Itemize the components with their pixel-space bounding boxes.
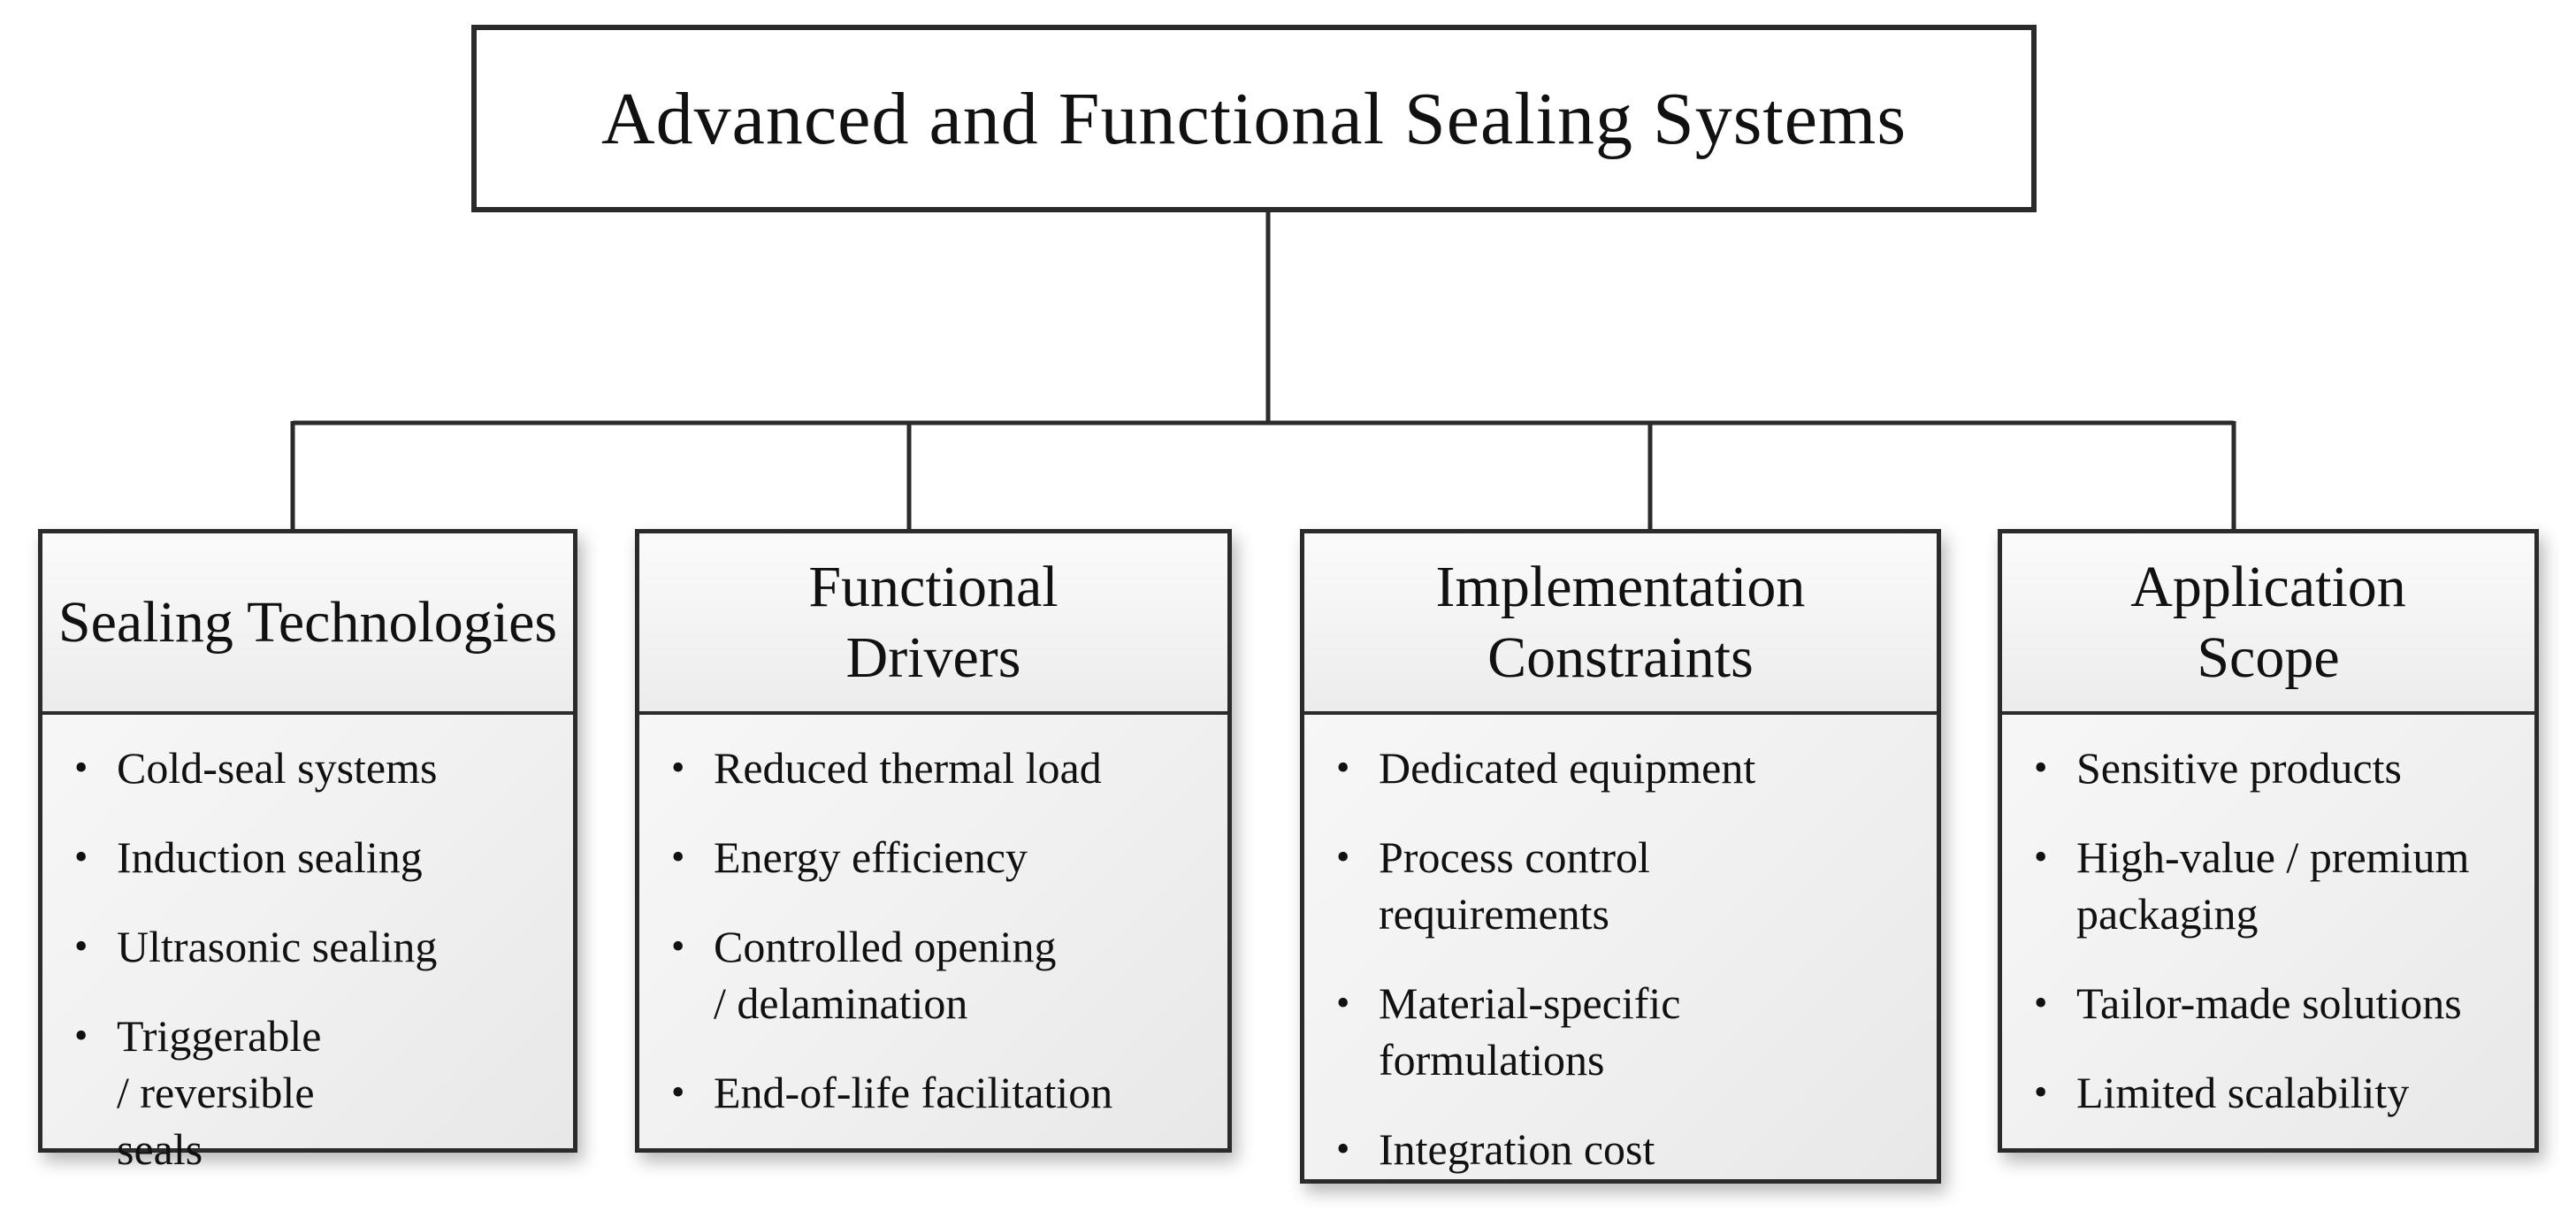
list-item: • Material-specific formulations (1336, 975, 1919, 1088)
bullet-icon: • (74, 924, 88, 968)
list-item: • Energy efficiency (671, 829, 1210, 886)
bullet-icon: • (74, 746, 88, 789)
category-title: Implementation Constraints (1435, 554, 1806, 690)
list-item-text: Limited scalability (2076, 1068, 2410, 1117)
list-item: • Cold-seal systems (74, 740, 555, 796)
list-item-text: Process control requirements (1379, 832, 1650, 939)
list-item-text: Triggerable / reversible seals (117, 1011, 322, 1174)
list-item-text: Dedicated equipment (1379, 743, 1756, 793)
list-item: • End-of-life facilitation (671, 1064, 1210, 1121)
list-item: • Induction sealing (74, 829, 555, 886)
bullet-icon: • (1336, 1127, 1350, 1170)
category-title: Application Scope (2130, 554, 2406, 690)
category-item-list: • Reduced thermal load • Energy efficiency… (639, 715, 1227, 1121)
list-item-text: Reduced thermal load (714, 743, 1102, 793)
bullet-icon: • (1336, 981, 1350, 1024)
category-header: Sealing Technologies (42, 533, 573, 715)
list-item-text: Integration cost (1379, 1124, 1655, 1174)
list-item: • Integration cost (1336, 1121, 1919, 1177)
list-item: • Triggerable / reversible seals (74, 1008, 555, 1177)
category-title: Functional Drivers (808, 554, 1059, 690)
bullet-icon: • (671, 835, 685, 878)
category-title: Sealing Technologies (57, 589, 558, 655)
category-box-application-scope: Application Scope • Sensitive products • H… (1998, 529, 2539, 1153)
list-item-text: Sensitive products (2076, 743, 2403, 793)
list-item: • High-value / premium packaging (2034, 829, 2517, 942)
bullet-icon: • (74, 835, 88, 878)
list-item-text: End-of-life facilitation (714, 1068, 1113, 1117)
bullet-icon: • (671, 1070, 685, 1114)
list-item: • Ultrasonic sealing (74, 918, 555, 975)
list-item-text: High-value / premium packaging (2076, 832, 2470, 939)
list-item-text: Energy efficiency (714, 832, 1028, 882)
root-node: Advanced and Functional Sealing Systems (471, 25, 2037, 212)
list-item: • Reduced thermal load (671, 740, 1210, 796)
root-title: Advanced and Functional Sealing Systems (600, 77, 1907, 160)
bullet-icon: • (2034, 835, 2048, 878)
category-item-list: • Sensitive products • High-value / premiu… (2002, 715, 2534, 1121)
category-header: Functional Drivers (639, 533, 1227, 715)
list-item: • Process control requirements (1336, 829, 1919, 942)
bullet-icon: • (2034, 746, 2048, 789)
category-box-implementation-constraints: Implementation Constraints • Dedicated eq… (1300, 529, 1941, 1184)
list-item: • Limited scalability (2034, 1064, 2517, 1121)
list-item: • Controlled opening / delamination (671, 918, 1210, 1031)
bullet-icon: • (671, 924, 685, 968)
list-item: • Tailor-made solutions (2034, 975, 2517, 1031)
category-header: Application Scope (2002, 533, 2534, 715)
list-item-text: Ultrasonic sealing (117, 922, 438, 971)
list-item-text: Controlled opening / delamination (714, 922, 1057, 1028)
list-item-text: Cold-seal systems (117, 743, 438, 793)
category-box-functional-drivers: Functional Drivers • Reduced thermal load… (635, 529, 1232, 1153)
category-box-sealing-technologies: Sealing Technologies • Cold-seal systems … (38, 529, 577, 1174)
bullet-icon: • (2034, 981, 2048, 1024)
list-item-text: Induction sealing (117, 832, 423, 882)
list-item-text: Tailor-made solutions (2076, 978, 2462, 1028)
bullet-icon: • (2034, 1070, 2048, 1114)
bullet-icon: • (671, 746, 685, 789)
category-header: Implementation Constraints (1304, 533, 1937, 715)
bullet-icon: • (74, 1014, 88, 1057)
list-item-text: Material-specific formulations (1379, 978, 1681, 1085)
bullet-icon: • (1336, 746, 1350, 789)
list-item: • Sensitive products (2034, 740, 2517, 796)
list-item: • Dedicated equipment (1336, 740, 1919, 796)
bullet-icon: • (1336, 835, 1350, 878)
category-item-list: • Dedicated equipment • Process control re… (1304, 715, 1937, 1177)
category-item-list: • Cold-seal systems • Induction sealing • U… (42, 715, 573, 1177)
